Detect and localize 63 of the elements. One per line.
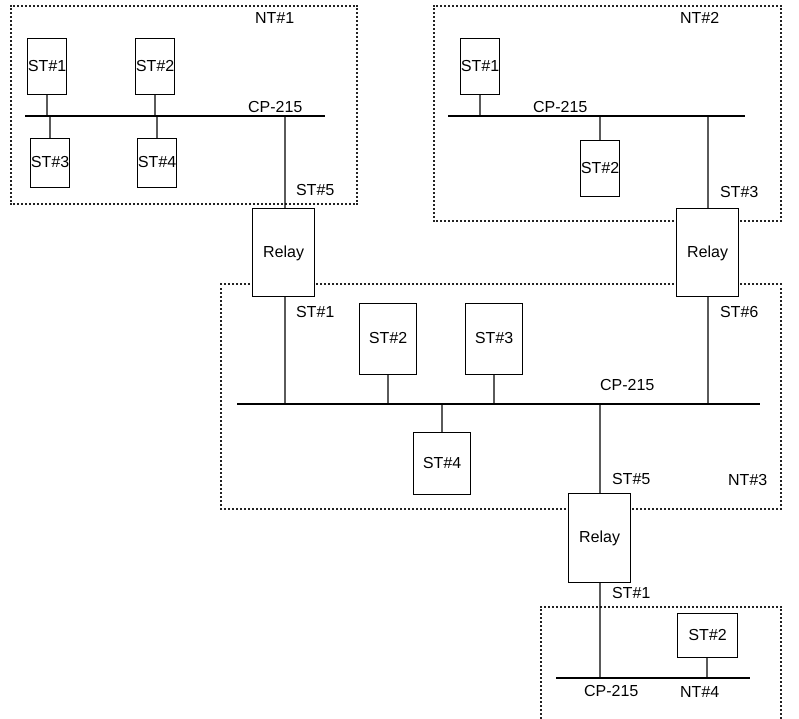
bus-line: [25, 115, 325, 116]
bus-label: CP-215: [533, 99, 588, 117]
station-box: [30, 138, 70, 188]
relay-box: [568, 493, 631, 583]
connector-line: [49, 116, 51, 138]
bus-label: CP-215: [248, 99, 302, 117]
station-label: Relay: [263, 244, 304, 262]
bus-line: [448, 115, 745, 116]
port-label: ST#6: [720, 304, 758, 322]
bus-label: CP-215: [584, 683, 638, 701]
relay-box: [252, 208, 315, 297]
station-label: Relay: [579, 529, 620, 547]
port-label: ST#1: [612, 585, 650, 603]
station-label: Relay: [687, 244, 728, 262]
station-box: [413, 432, 471, 495]
station-label: ST#3: [30, 154, 70, 172]
network-label: NT#4: [680, 684, 720, 702]
station-label: ST#2: [580, 160, 620, 178]
station-label: ST#4: [138, 154, 176, 172]
station-label: ST#2: [688, 626, 727, 644]
port-label: ST#3: [720, 184, 758, 202]
connector-line: [387, 375, 389, 403]
station-label: ST#2: [136, 58, 174, 76]
connector-line: [599, 404, 601, 493]
station-label: ST#4: [422, 454, 462, 472]
station-label: ST#2: [368, 330, 408, 348]
connector-line: [599, 583, 601, 677]
network-label: NT#3: [728, 472, 768, 490]
station-box: [677, 613, 738, 658]
station-box: [359, 303, 417, 375]
station-label: ST#1: [28, 58, 66, 76]
bus-line: [556, 677, 750, 678]
port-label: ST#5: [296, 182, 334, 200]
network-label: NT#2: [680, 10, 720, 28]
station-box: [460, 38, 500, 95]
connector-line: [46, 95, 48, 115]
network-region: [10, 5, 358, 205]
connector-line: [284, 116, 286, 208]
connector-line: [707, 297, 709, 403]
station-box: [465, 303, 523, 375]
connector-line: [599, 116, 601, 140]
connector-line: [706, 658, 708, 677]
relay-box: [676, 208, 739, 297]
connector-line: [441, 404, 443, 432]
station-label: ST#3: [474, 330, 514, 348]
connector-line: [493, 375, 495, 403]
connector-line: [156, 116, 158, 138]
station-box: [27, 38, 67, 95]
bus-line: [237, 403, 760, 404]
station-box: [137, 138, 177, 188]
connector-line: [154, 95, 156, 115]
bus-label: CP-215: [600, 377, 654, 395]
connector-line: [284, 297, 286, 403]
connector-line: [707, 116, 709, 208]
connector-line: [479, 95, 481, 115]
station-box: [580, 140, 620, 197]
port-label: ST#1: [296, 304, 334, 322]
station-box: [135, 38, 175, 95]
station-label: ST#1: [460, 58, 500, 76]
network-label: NT#1: [255, 10, 294, 28]
network-region: [220, 283, 782, 510]
network-region: [540, 606, 782, 719]
port-label: ST#5: [612, 471, 650, 489]
